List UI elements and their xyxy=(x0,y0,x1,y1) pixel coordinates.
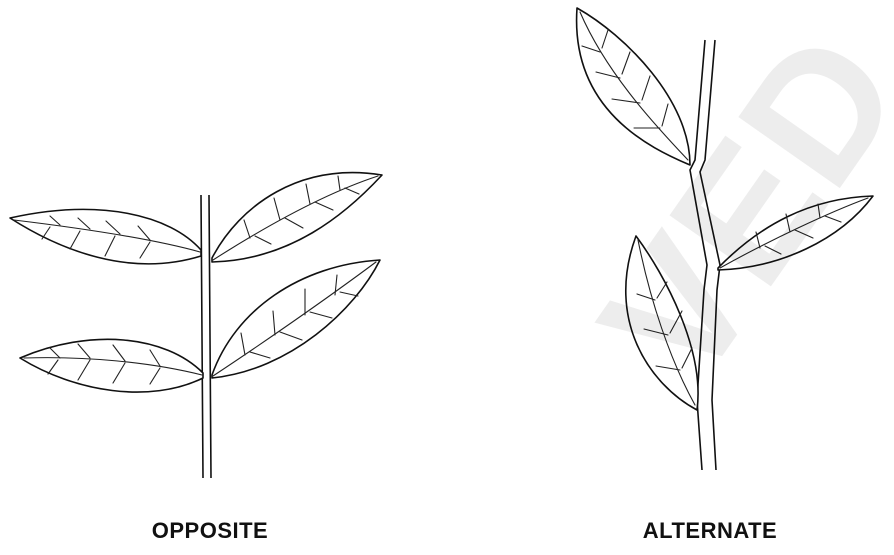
alternate-plant xyxy=(577,8,873,470)
opposite-lower-left-leaf xyxy=(20,339,203,392)
opposite-upper-right-leaf xyxy=(212,173,382,262)
alternate-top-leaf xyxy=(577,8,690,165)
opposite-plant xyxy=(10,173,382,478)
alternate-left-leaf xyxy=(626,236,698,410)
opposite-caption: OPPOSITE xyxy=(90,518,330,544)
alternate-caption: ALTERNATE xyxy=(590,518,830,544)
alternate-right-leaf xyxy=(718,196,873,270)
opposite-stem xyxy=(201,195,211,478)
